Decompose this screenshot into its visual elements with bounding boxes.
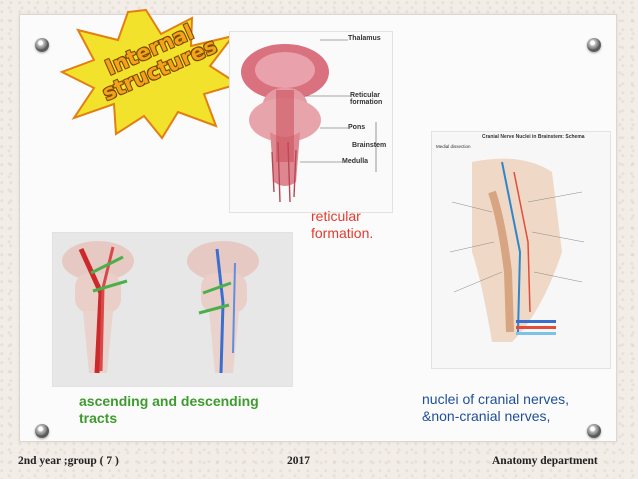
caption-nuclei-line-2: &non-cranial nerves, [422, 408, 551, 424]
caption-ascending-line-2: tracts [79, 410, 118, 426]
label-reticular-formation: Reticular formation [350, 92, 383, 106]
brainstem-illustration [241, 39, 377, 203]
cranial-nuclei-illustration [449, 158, 585, 342]
pin-icon [35, 424, 49, 438]
figure3-subtitle: Medial dissection [436, 144, 471, 149]
caption-ascending-line-1: ascending and descending [79, 393, 259, 409]
caption-reticular-line-2: formation. [311, 225, 374, 241]
label-brainstem: Brainstem [352, 142, 387, 149]
label-pons: Pons [348, 124, 366, 131]
footer-year: 2017 [287, 455, 310, 467]
label-medulla: Medulla [342, 158, 369, 165]
caption-ascending-descending-tracts: ascending and descending tracts [79, 393, 259, 427]
starburst-shape [60, 8, 240, 140]
footer-group: 2nd year ;group ( 7 ) [18, 455, 119, 467]
pin-icon [587, 424, 601, 438]
footer-department: Anatomy department [492, 455, 598, 467]
label-thalamus: Thalamus [348, 35, 381, 42]
caption-nuclei-line-1: nuclei of cranial nerves, [422, 391, 570, 407]
caption-reticular-formation: reticular formation. [311, 208, 373, 242]
cranial-nuclei-figure: Cranial Nerve Nuclei in Brainstem: Schem… [431, 131, 611, 369]
tracts-figure [52, 232, 293, 387]
pin-icon [587, 38, 601, 52]
tracts-illustration [62, 241, 259, 374]
brainstem-figure: Thalamus Reticular formation Pons Medull… [229, 31, 393, 213]
figure3-title: Cranial Nerve Nuclei in Brainstem: Schem… [482, 134, 585, 140]
caption-cranial-nuclei: nuclei of cranial nerves, &non-cranial n… [422, 391, 569, 425]
caption-reticular-line-1: reticular [311, 208, 361, 224]
pin-icon [35, 38, 49, 52]
